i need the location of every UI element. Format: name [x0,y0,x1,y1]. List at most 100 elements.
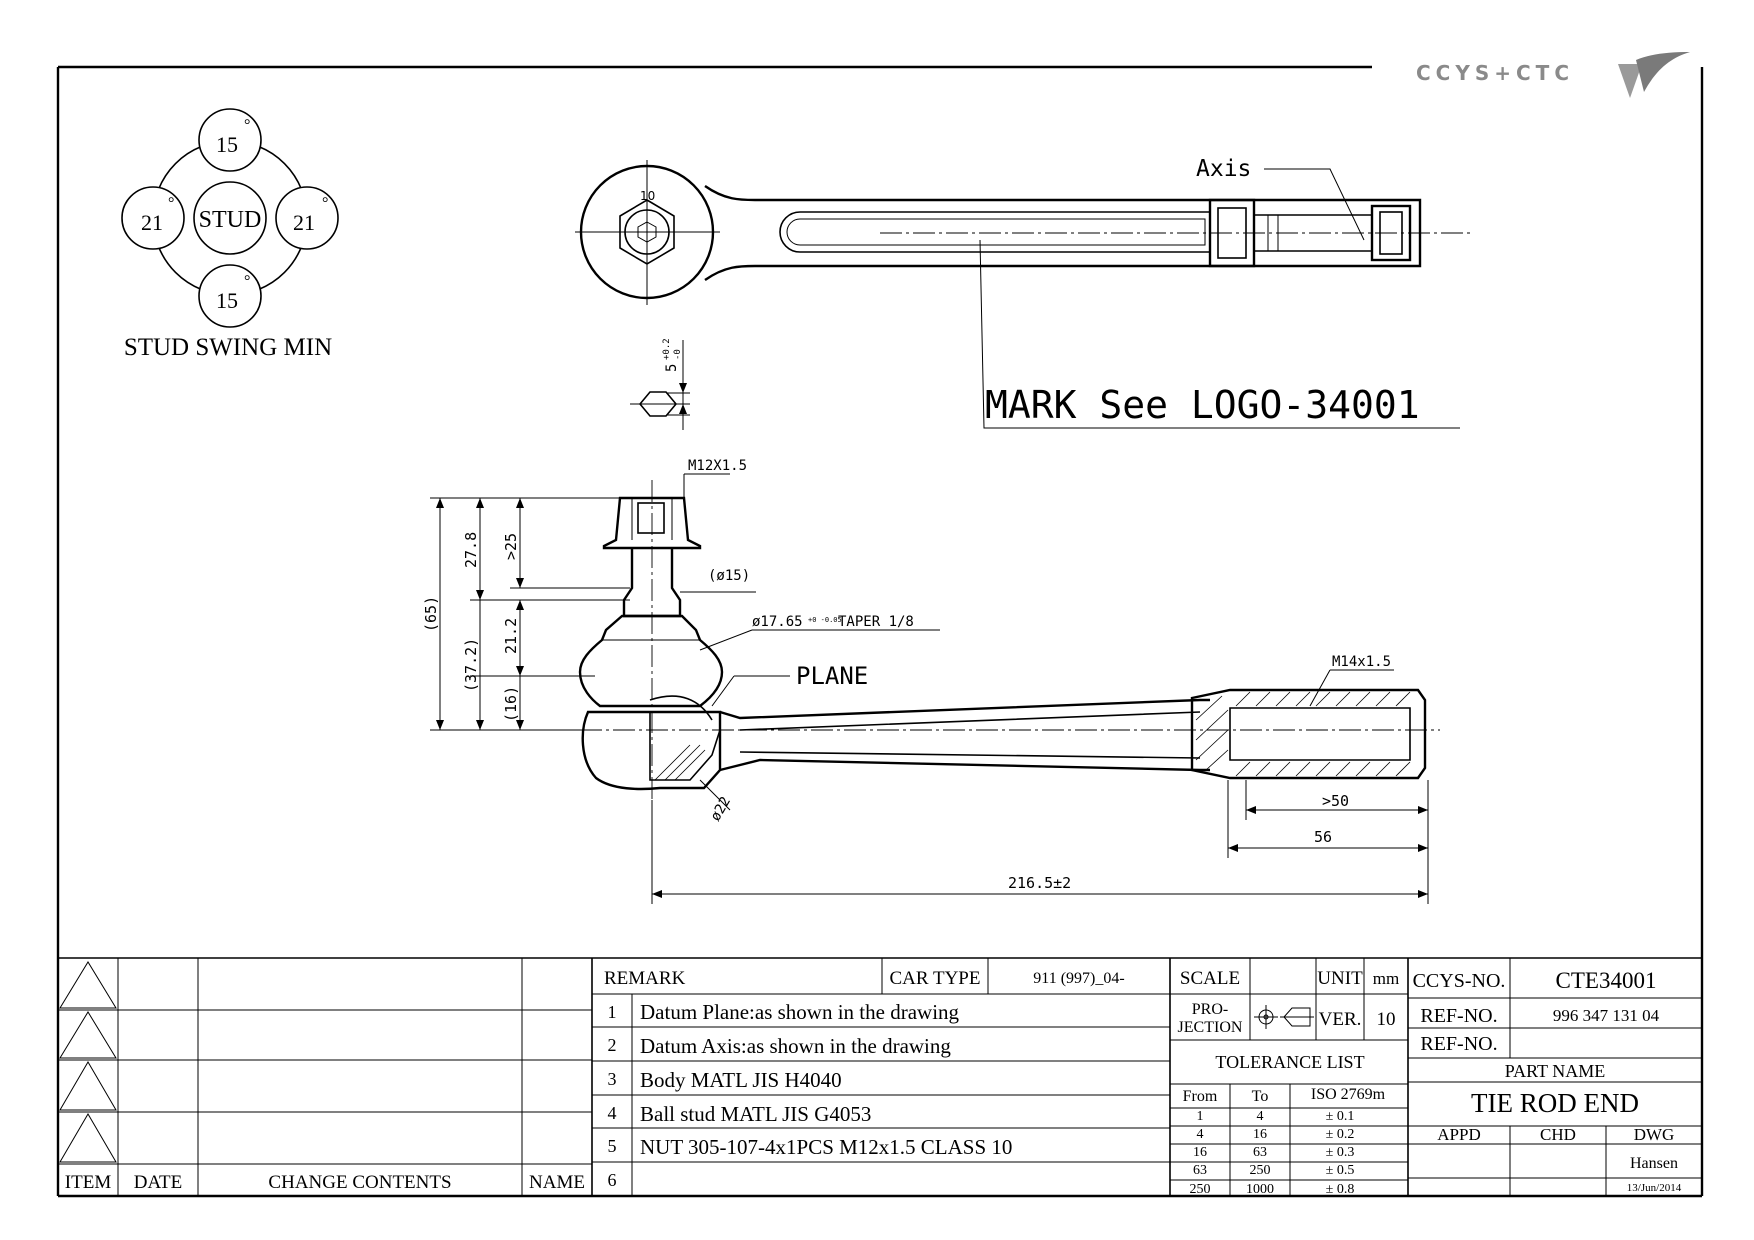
stud-label: STUD [199,207,262,233]
dim-25: >25 [502,533,520,560]
tol-cell: 250 [1250,1163,1271,1178]
swing-bottom-value: 15 [216,288,238,313]
tol-cell: ± 0.5 [1326,1163,1355,1178]
dim-16: (16) [502,686,520,722]
remarks-block: REMARK CAR TYPE 911 (997)_04- 1 Datum Pl… [592,958,1171,1196]
remark-no: 3 [608,1069,617,1089]
tol-header-from: From [1183,1088,1218,1105]
car-type-value: 911 (997)_04- [1033,970,1124,987]
title-block: CCYS-NO. CTE34001 REF-NO. 996 347 131 04… [1408,958,1702,1196]
ref-no-value: 996 347 131 04 [1553,1006,1660,1025]
dim-50: >50 [1322,792,1349,810]
third-angle-projection-icon [1254,1005,1314,1029]
ref-no-2-label: REF-NO. [1420,1033,1497,1055]
taper-note: TAPER 1/8 [838,614,914,630]
tol-cell: 1000 [1246,1182,1274,1197]
tol-cell: 4 [1197,1127,1204,1142]
stud-swing-diagram: 15 15 21 21 ° ° ° ° STUD STUD SWING MIN [121,108,339,361]
title-table: ITEM DATE CHANGE CONTENTS NAME REMARK CA… [58,957,1702,1197]
version-value: 10 [1377,1009,1396,1030]
sheet-border [56,65,1704,1198]
stud-swing-caption: STUD SWING MIN [124,334,332,361]
datum-plane-label: PLANE [796,662,868,690]
thread-end-label: M14x1.5 [1332,654,1391,670]
taper-dia-label: ø17.65 [752,614,803,630]
thread-top-label: M12X1.5 [688,458,747,474]
remark-text: Datum Axis:as shown in the drawing [640,1034,951,1058]
axis-label: Axis [1196,156,1251,182]
dia-15-label: (ø15) [708,568,750,584]
dim-27-8: 27.8 [462,532,480,568]
tol-cell: ± 0.8 [1326,1182,1355,1197]
degree-mark: ° [244,117,250,134]
tol-header-to: To [1252,1088,1269,1105]
swing-left-value: 21 [141,210,163,235]
car-type-label: CAR TYPE [890,968,981,989]
horizontal-dimensions: >50 56 216.5±2 [651,780,1429,904]
revision-header-date: DATE [134,1172,183,1193]
taper-tolerance: +0 -0.05 [808,616,842,624]
dim-56: 56 [1314,828,1332,846]
dwg-label: DWG [1634,1125,1675,1144]
degree-mark: ° [168,195,174,212]
company-logo: CCYS+CTC [1416,52,1690,98]
ccys-no-value: CTE34001 [1556,968,1657,993]
dim-37-2: (37.2) [462,638,480,692]
logo-mark-note: MARK See LOGO-34001 [985,383,1420,427]
swing-right-value: 21 [293,210,315,235]
unit-label: UNIT [1317,968,1363,989]
remark-text: Body MATL JIS H4040 [640,1068,842,1092]
remark-no: 4 [608,1103,617,1123]
tol-cell: ± 0.2 [1326,1127,1355,1142]
tolerance-title: TOLERANCE LIST [1215,1052,1364,1072]
revision-block: ITEM DATE CHANGE CONTENTS NAME [58,958,593,1196]
version-label: VER. [1319,1009,1362,1030]
tol-cell: 63 [1253,1145,1267,1160]
remark-text: Ball stud MATL JIS G4053 [640,1102,871,1126]
tol-cell: 16 [1253,1127,1267,1142]
remark-no: 2 [608,1035,617,1055]
tolerance-dim-lower: -0 [673,349,683,360]
unit-value: mm [1373,969,1399,988]
dim-65: (65) [422,596,440,632]
scale-label: SCALE [1180,968,1240,989]
appd-label: APPD [1437,1125,1480,1144]
revision-header-item: ITEM [65,1172,112,1193]
remark-text: Datum Plane:as shown in the drawing [640,1000,960,1024]
projection-label: PRO- [1192,1001,1228,1018]
swing-top-value: 15 [216,132,238,157]
remark-no: 5 [608,1136,617,1156]
revision-header-name: NAME [529,1172,585,1193]
remark-label: REMARK [604,968,686,989]
drawn-by: Hansen [1630,1155,1678,1172]
tol-cell: ± 0.1 [1326,1109,1355,1124]
drawing-date: 13/Jun/2014 [1627,1182,1682,1194]
revision-header-contents: CHANGE CONTENTS [268,1172,451,1193]
logo-swoosh-icon [1618,64,1642,98]
remark-text: NUT 305-107-4x1PCS M12x1.5 CLASS 10 [640,1135,1012,1159]
tol-cell: 4 [1257,1109,1264,1124]
tolerance-dim-value: 5 [664,364,680,372]
logo-text: CCYS+CTC [1416,61,1574,85]
degree-mark: ° [244,273,250,290]
projection-label: JECTION [1178,1019,1243,1036]
chd-label: CHD [1540,1125,1576,1144]
tol-cell: 250 [1190,1182,1211,1197]
ball-dia-label: ø22 [708,794,735,824]
tol-cell: 1 [1197,1109,1204,1124]
ccys-no-label: CCYS-NO. [1413,970,1506,992]
dim-total-length: 216.5±2 [1008,874,1071,892]
hex-size-label: 10 [640,189,655,203]
ref-no-label: REF-NO. [1420,1005,1497,1027]
scale-tolerance-block: SCALE UNIT mm PRO- JECTION VER. 10 TOLER… [1170,958,1409,1197]
part-name-value: TIE ROD END [1471,1088,1639,1118]
part-name-label: PART NAME [1505,1061,1605,1081]
remark-no: 6 [608,1170,617,1190]
degree-mark: ° [322,195,328,212]
tolerance-dim-upper: +0.2 [662,338,672,360]
tol-header-iso: ISO 2769m [1311,1086,1386,1103]
vertical-dimensions: (65) 27.8 >25 (37.2) 21.2 (16) [422,497,640,731]
top-view: 10 Axis MARK See LOGO-34001 5 +0.2 -0 [575,156,1470,430]
remark-no: 1 [608,1002,617,1022]
